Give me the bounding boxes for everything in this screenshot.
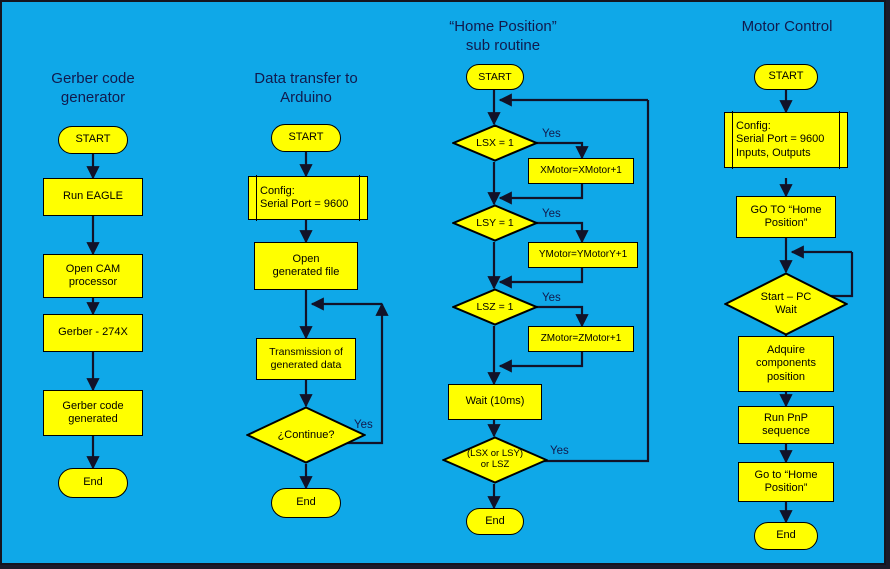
node-lsx-decision[interactable]: LSX = 1 — [452, 124, 538, 162]
node-t-end[interactable]: End — [271, 488, 341, 518]
diamond-shape — [452, 124, 538, 162]
node-lsy-decision[interactable]: LSY = 1 — [452, 204, 538, 242]
node-run-eagle[interactable]: Run EAGLE — [43, 178, 143, 216]
node-config-serial[interactable]: Config:Serial Port = 9600 — [248, 175, 368, 221]
node-lsx-label: LSX = 1 — [476, 136, 514, 149]
branch-label-lsz-yes: Yes — [542, 292, 561, 304]
node-wait-10ms[interactable]: Wait (10ms) — [448, 384, 542, 420]
node-xmotor-increment[interactable]: XMotor=XMotor+1 — [528, 158, 634, 184]
diamond-shape — [452, 288, 538, 326]
node-limit-switch-any-decision[interactable]: (LSX or LSY)or LSZ — [442, 436, 548, 484]
node-zmotor-increment[interactable]: ZMotor=ZMotor+1 — [528, 326, 634, 352]
column-title-home: “Home Position”sub routine — [449, 18, 557, 54]
branch-label-any-yes: Yes — [550, 445, 569, 457]
node-continue-label: ¿Continue? — [277, 428, 335, 441]
node-gerber-274x[interactable]: Gerber - 274X — [43, 314, 143, 352]
node-h-end[interactable]: End — [466, 508, 524, 535]
node-continue-decision[interactable]: ¿Continue? — [246, 406, 366, 464]
node-ymotor-increment[interactable]: YMotor=YMotorY+1 — [528, 242, 638, 268]
node-lsy-label: LSY = 1 — [476, 216, 514, 229]
node-t-start[interactable]: START — [271, 124, 341, 152]
branch-label-lsx-yes: Yes — [542, 128, 561, 140]
branch-label-continue-yes: Yes — [354, 419, 373, 431]
node-m-end[interactable]: End — [754, 522, 818, 550]
column-title-motor: Motor Control — [741, 18, 833, 35]
node-g-end[interactable]: End — [58, 468, 128, 498]
branch-label-lsy-yes: Yes — [542, 208, 561, 220]
node-m-start[interactable]: START — [754, 64, 818, 90]
node-lsz-label: LSZ = 1 — [476, 300, 514, 313]
node-h-start[interactable]: START — [466, 64, 524, 90]
node-limit-switch-any-label: (LSX or LSY)or LSZ — [467, 448, 523, 470]
node-config-serial-label: Config:Serial Port = 9600 — [260, 184, 349, 210]
diamond-shape — [246, 406, 366, 464]
diamond-shape — [452, 204, 538, 242]
node-g-start[interactable]: START — [58, 126, 128, 154]
node-lsz-decision[interactable]: LSZ = 1 — [452, 288, 538, 326]
diamond-shape — [442, 436, 548, 484]
